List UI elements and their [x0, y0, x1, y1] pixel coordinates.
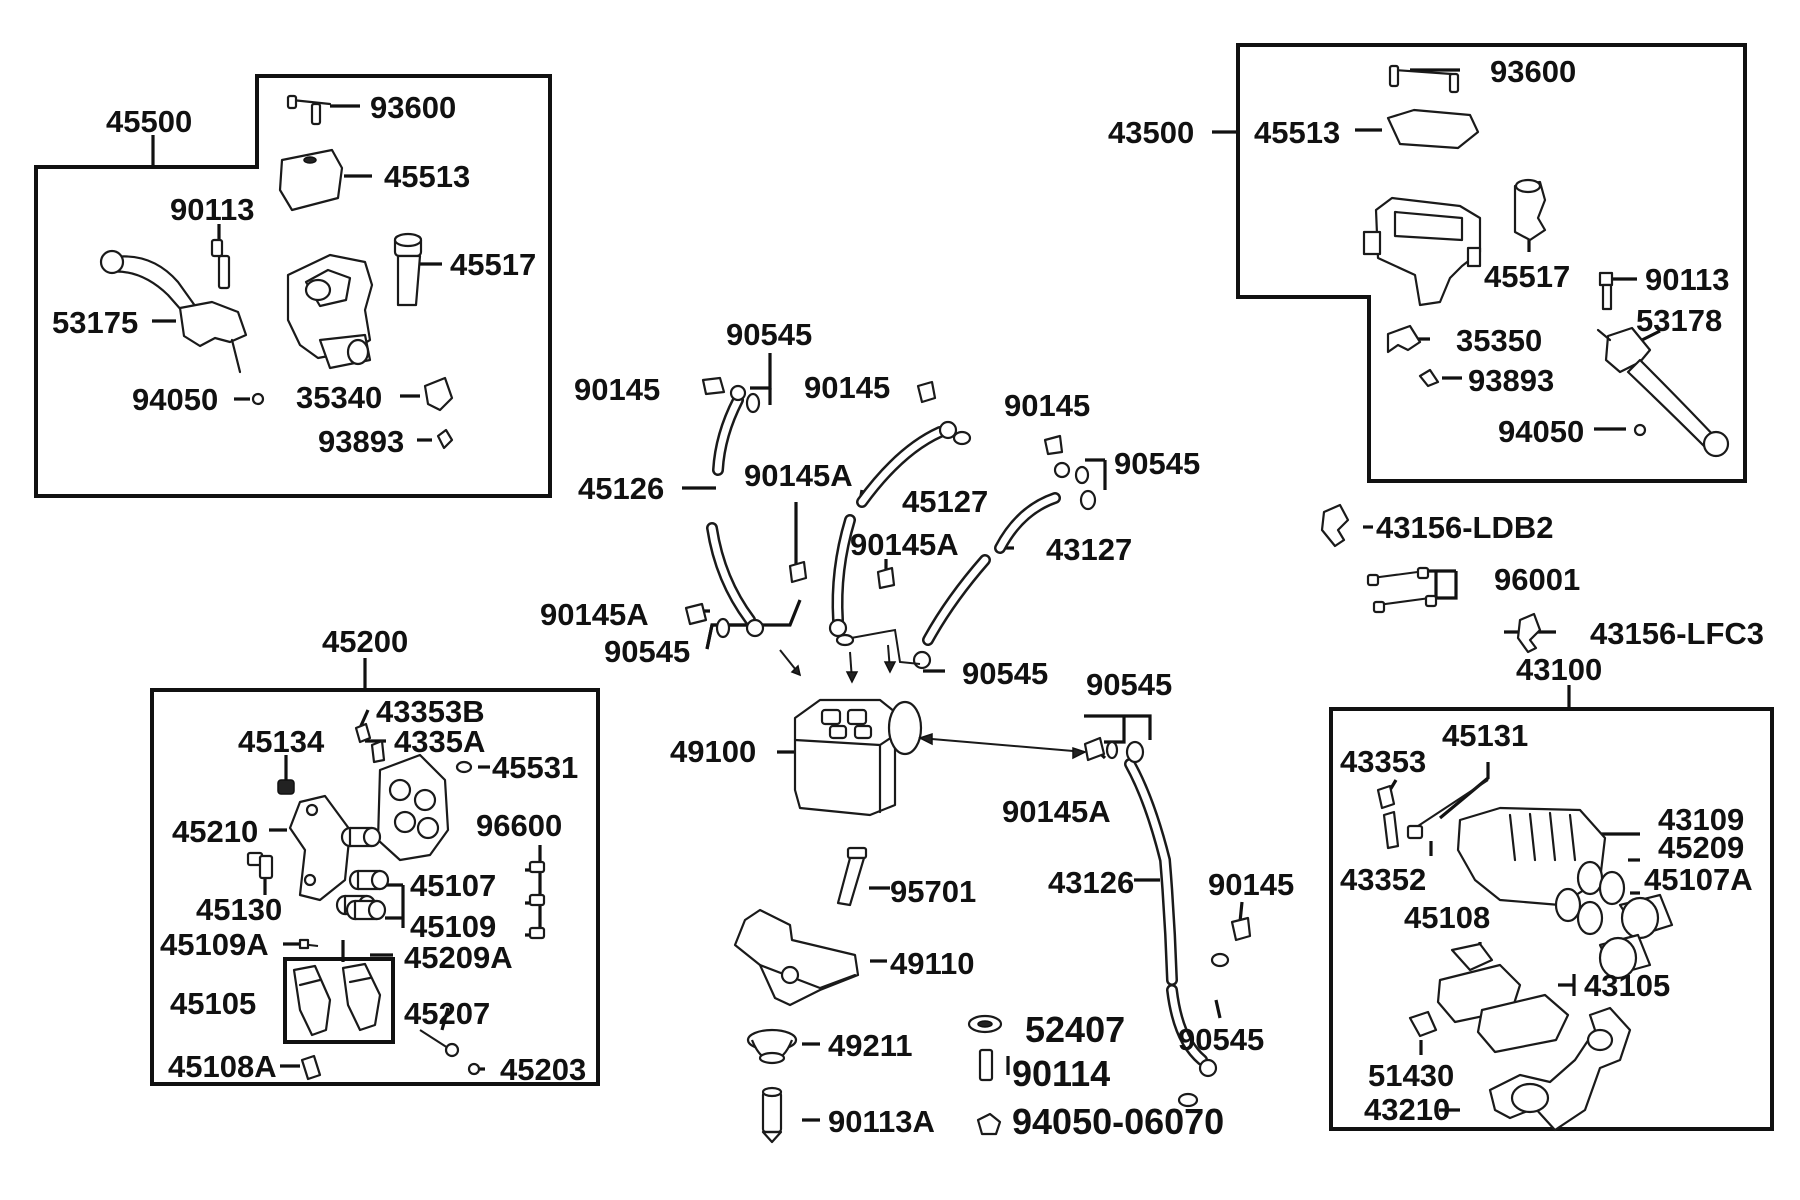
label-53175: 53175 — [52, 305, 138, 340]
label-90113-rear: 90113 — [1645, 262, 1730, 297]
label-90545-bottom-right: 90545 — [1178, 1022, 1264, 1057]
box-rear-caliper — [1329, 707, 1774, 1131]
label-35350: 35350 — [1456, 323, 1542, 358]
label-45108A: 45108A — [168, 1049, 277, 1084]
label-90145-top-left: 90145 — [574, 372, 660, 407]
label-43352: 43352 — [1340, 862, 1426, 897]
label-45127: 45127 — [902, 484, 988, 519]
label-45500: 45500 — [106, 104, 192, 139]
label-90113-front: 90113 — [170, 192, 255, 227]
part-43100-rear-caliper — [1376, 779, 1674, 1132]
label-45517-rear: 45517 — [1484, 259, 1570, 294]
box-front-pads — [283, 957, 395, 1044]
box-front-master-cylinder — [34, 74, 552, 498]
label-90145A-upper: 90145A — [744, 458, 853, 493]
label-45107: 45107 — [410, 868, 496, 903]
part-middle-right-small-parts — [1320, 503, 1542, 654]
label-94050-front: 94050 — [132, 382, 218, 417]
label-49110: 49110 — [890, 946, 975, 981]
label-96600: 96600 — [476, 808, 562, 843]
label-45209A: 45209A — [404, 940, 513, 975]
part-49110-bracket-and-mounts — [733, 846, 1003, 1144]
box-front-caliper — [150, 688, 600, 1086]
label-45513-front: 45513 — [384, 159, 470, 194]
label-45209: 45209 — [1658, 830, 1744, 865]
label-45531: 45531 — [492, 750, 578, 785]
label-93600-front: 93600 — [370, 90, 456, 125]
label-45134: 45134 — [238, 724, 325, 759]
label-90145A-left: 90145A — [540, 597, 649, 632]
label-45126: 45126 — [578, 471, 664, 506]
label-94050-06070: 94050-06070 — [1012, 1101, 1224, 1142]
part-labels: 45500 93600 45513 90113 45517 53175 9405… — [52, 54, 1764, 1142]
label-53178: 53178 — [1636, 303, 1722, 338]
label-90114: 90114 — [1012, 1053, 1110, 1094]
label-43105: 43105 — [1584, 968, 1670, 1003]
label-4335A: 4335A — [394, 724, 485, 759]
part-45200-front-caliper — [246, 722, 546, 1081]
label-45130: 45130 — [196, 892, 282, 927]
label-43126: 43126 — [1048, 865, 1134, 900]
label-45131: 45131 — [1442, 718, 1528, 753]
label-43100: 43100 — [1516, 652, 1602, 687]
label-49100: 49100 — [670, 734, 756, 769]
part-43126-rear-hose — [1083, 736, 1252, 1108]
label-51430: 51430 — [1368, 1058, 1454, 1093]
label-94050-rear: 94050 — [1498, 414, 1584, 449]
part-49100-abs-unit — [793, 698, 1087, 817]
label-43127: 43127 — [1046, 532, 1132, 567]
label-43156-LFC3: 43156-LFC3 — [1590, 616, 1764, 651]
label-45207: 45207 — [404, 996, 490, 1031]
label-95701: 95701 — [890, 874, 976, 909]
label-45108: 45108 — [1404, 900, 1490, 935]
label-45105: 45105 — [170, 986, 256, 1021]
label-49211: 49211 — [828, 1028, 913, 1063]
label-45517-front: 45517 — [450, 247, 536, 282]
part-45500-front-master-cylinder — [99, 94, 454, 450]
label-43353: 43353 — [1340, 744, 1426, 779]
label-43353B: 43353B — [376, 694, 485, 729]
label-90145A-middle: 90145A — [850, 527, 959, 562]
label-45200: 45200 — [322, 624, 408, 659]
label-45109A: 45109A — [160, 927, 269, 962]
label-90113A: 90113A — [828, 1104, 935, 1139]
label-90545-top-right: 90545 — [1114, 446, 1200, 481]
label-90145-top-right: 90145 — [1004, 388, 1090, 423]
label-90545-lower-mid: 90545 — [962, 656, 1048, 691]
label-45210: 45210 — [172, 814, 258, 849]
box-rear-master-cylinder — [1236, 43, 1747, 483]
label-43109: 43109 — [1658, 802, 1744, 837]
label-43210: 43210 — [1364, 1092, 1450, 1127]
label-43500: 43500 — [1108, 115, 1194, 150]
label-90145-right: 90145 — [1208, 867, 1294, 902]
label-96001: 96001 — [1494, 562, 1580, 597]
label-90545-top: 90545 — [726, 317, 812, 352]
label-45109: 45109 — [410, 909, 496, 944]
label-93893-front: 93893 — [318, 424, 404, 459]
label-90545-right: 90545 — [1086, 667, 1172, 702]
label-52407: 52407 — [1025, 1009, 1125, 1050]
label-43156-LDB2: 43156-LDB2 — [1376, 510, 1553, 545]
label-90145A-right: 90145A — [1002, 794, 1111, 829]
label-93893-rear: 93893 — [1468, 363, 1554, 398]
label-35340: 35340 — [296, 380, 382, 415]
label-90145-top-mid: 90145 — [804, 370, 890, 405]
label-90545-lower-left: 90545 — [604, 634, 690, 669]
part-43500-rear-master-cylinder — [1362, 64, 1730, 458]
label-93600-rear: 93600 — [1490, 54, 1576, 89]
label-45203: 45203 — [500, 1052, 586, 1087]
label-45107A: 45107A — [1644, 862, 1753, 897]
part-brake-hoses — [684, 376, 1097, 684]
label-45513-rear: 45513 — [1254, 115, 1340, 150]
